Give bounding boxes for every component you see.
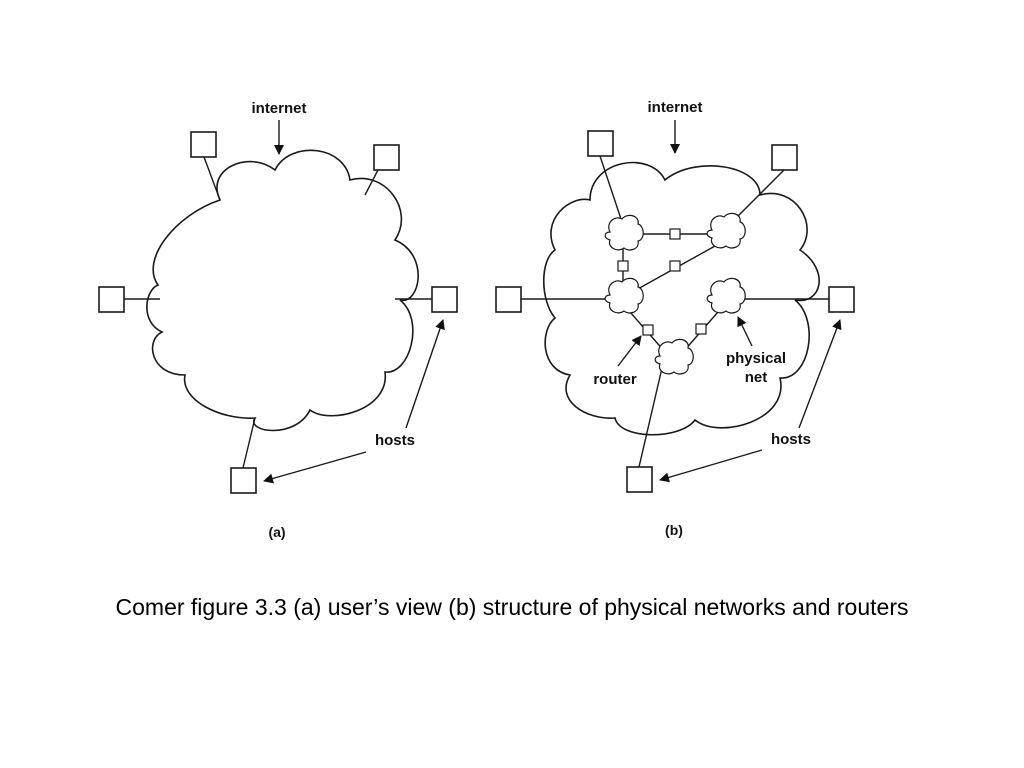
host-a-right [431, 286, 458, 313]
router-1 [669, 228, 681, 240]
host-b-right [828, 286, 855, 313]
router-2 [617, 260, 629, 272]
internet-label-a: internet [251, 100, 306, 117]
host-a-top-right [373, 144, 400, 171]
hosts-arrow-a-right [405, 319, 445, 429]
router-4 [642, 324, 654, 336]
host-a-top-left [190, 131, 217, 158]
hosts-label-b: hosts [771, 431, 811, 448]
hosts-arrow-b-right [798, 319, 842, 429]
panel-a-sublabel: (a) [268, 524, 285, 540]
physical-net-1 [604, 214, 644, 251]
panel-b: internet router physical net hosts (b) [495, 99, 855, 538]
router-label: router [593, 371, 637, 388]
host-b-bottom [626, 466, 653, 493]
physical-net-2 [706, 212, 746, 249]
hosts-arrow-b-bottom [659, 449, 763, 483]
host-wire-a-bottom [242, 417, 256, 469]
network-figure: internet hosts (a) [98, 99, 855, 540]
host-wire-b-bottom [638, 367, 663, 468]
host-b-top-right [771, 144, 798, 171]
internet-label-b: internet [647, 99, 702, 116]
host-a-bottom [230, 467, 257, 494]
host-wire-a-top-right [364, 169, 379, 196]
internet-cloud-a [146, 149, 419, 432]
physical-net-label-line2: net [745, 369, 768, 386]
router-5 [695, 323, 707, 335]
panel-b-sublabel: (b) [665, 522, 683, 538]
physical-net-3 [604, 277, 644, 314]
physical-net-label-line1: physical [726, 350, 786, 367]
panel-a: internet hosts (a) [98, 100, 458, 540]
host-a-left [98, 286, 125, 313]
host-wire-a-top-left [203, 156, 221, 201]
host-b-left [495, 286, 522, 313]
hosts-label-a: hosts [375, 432, 415, 449]
physical-net-4 [706, 277, 746, 314]
router-arrow [617, 335, 642, 367]
physical-net-arrow [737, 316, 753, 347]
figure-caption: Comer figure 3.3 (a) user’s view (b) str… [115, 594, 909, 620]
hosts-arrow-a-bottom [263, 451, 367, 484]
host-b-top-left [587, 130, 614, 157]
physical-net-5 [654, 338, 694, 375]
router-3 [669, 260, 681, 272]
host-wire-b-top-left [599, 155, 623, 223]
host-wire-b-top-right [731, 169, 785, 223]
